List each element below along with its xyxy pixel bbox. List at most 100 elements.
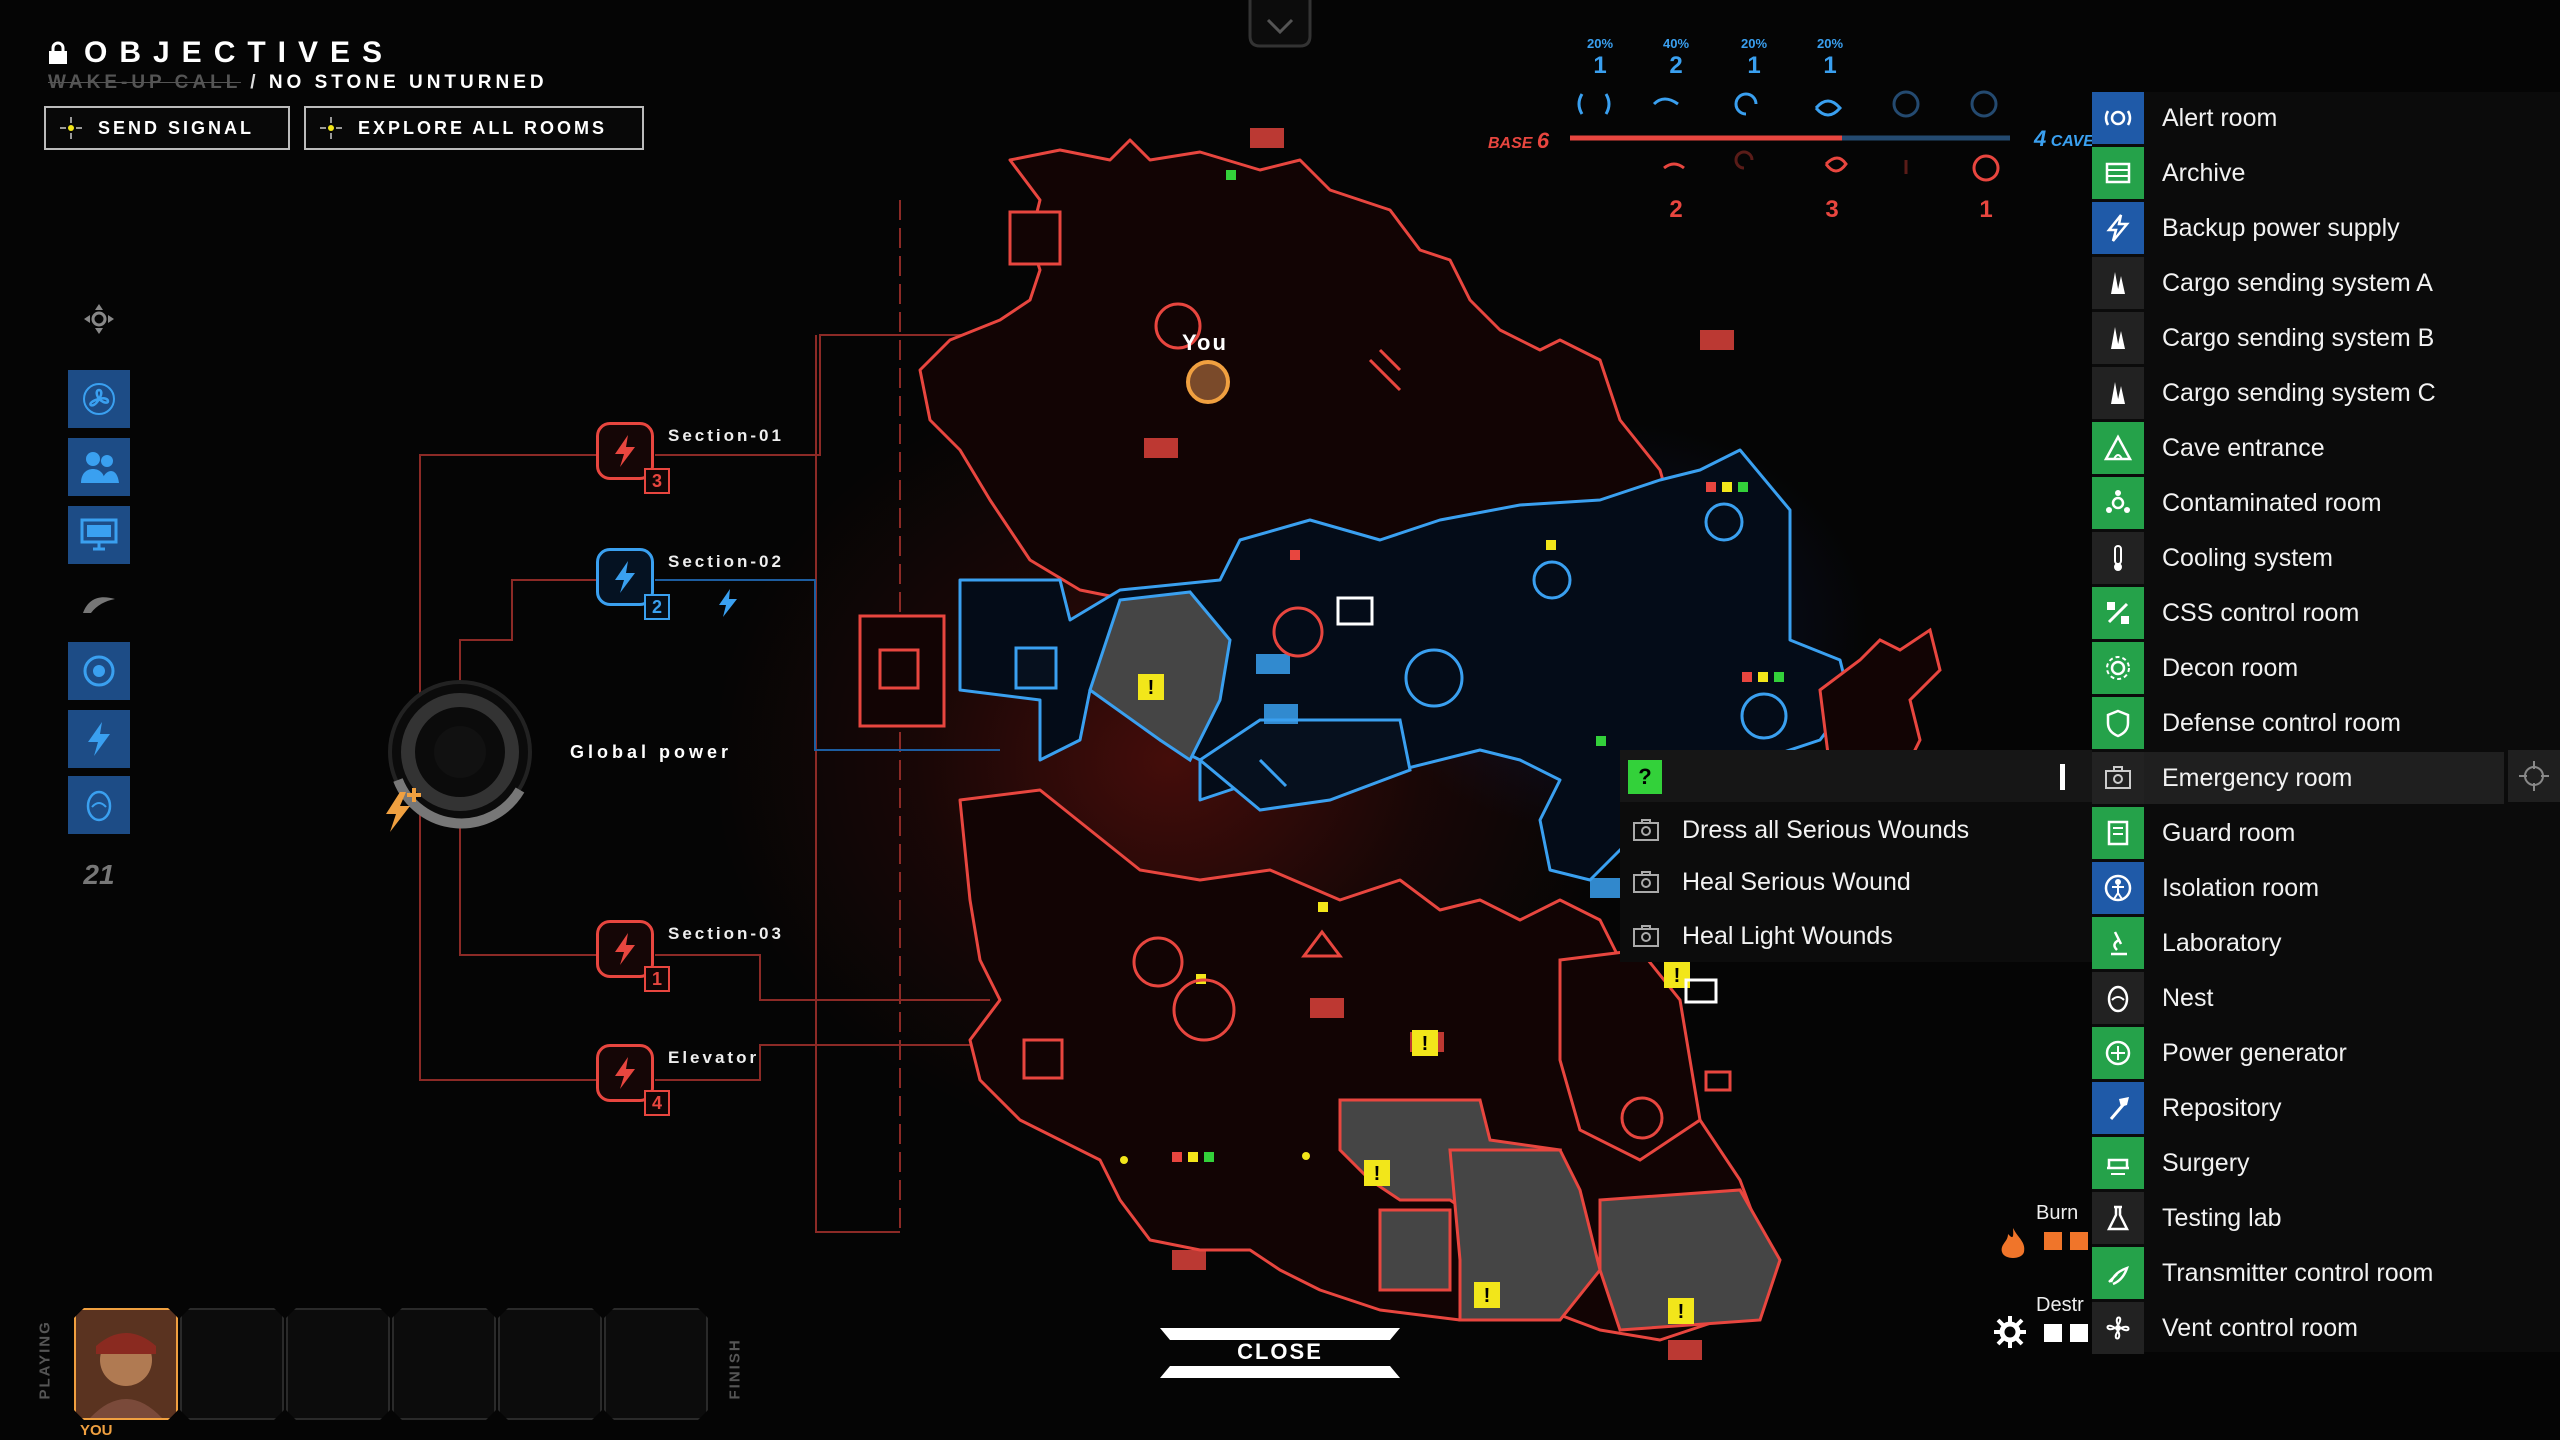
guard-icon: [2092, 807, 2144, 859]
destroy-slot: [2070, 1324, 2088, 1342]
room-name: Isolation room: [2162, 873, 2320, 902]
close-button[interactable]: CLOSE: [1237, 1339, 1323, 1364]
map-hammer-icon: [1368, 348, 1402, 392]
explore-all-rooms-label: EXPLORE ALL ROOMS: [358, 117, 608, 138]
map-room-grey-4: [1448, 1148, 1602, 1322]
room-item[interactable]: Archive: [2092, 147, 2560, 199]
power-filter-icon[interactable]: [68, 710, 130, 768]
explore-all-rooms-button[interactable]: EXPLORE ALL ROOMS: [304, 106, 644, 150]
room-item[interactable]: Power generator: [2092, 1027, 2560, 1079]
room-item[interactable]: Defense control room: [2092, 697, 2560, 749]
room-name: Archive: [2162, 158, 2246, 187]
room-item[interactable]: Isolation room: [2092, 862, 2560, 914]
map-generator-icon: [1532, 560, 1572, 600]
heal-serious-wound-option[interactable]: Heal Serious Wound: [1620, 856, 2092, 908]
room-item[interactable]: Decon room: [2092, 642, 2560, 694]
player-portrait-slot[interactable]: [74, 1308, 178, 1420]
room-item[interactable]: Laboratory: [2092, 917, 2560, 969]
room-item[interactable]: Alert room: [2092, 92, 2560, 144]
medkit-icon: [1633, 819, 1659, 841]
target-filter-icon[interactable]: [68, 642, 130, 700]
room-item[interactable]: Cooling system: [2092, 532, 2560, 584]
svg-text:!: !: [1674, 965, 1681, 987]
option-label: Heal Serious Wound: [1682, 867, 1911, 896]
map-tentacle-node-2: [1132, 936, 1184, 988]
room-name: Nest: [2162, 983, 2214, 1012]
medkit-icon: [1633, 871, 1659, 893]
room-name: Cooling system: [2162, 543, 2333, 572]
section-03-label: Section-03: [668, 924, 784, 943]
popup-question-icon: ?: [1628, 760, 1662, 794]
send-signal-label: SEND SIGNAL: [98, 117, 255, 138]
section-01-value: 3: [644, 468, 670, 494]
objectives-title: OBJECTIVES: [84, 36, 395, 69]
fire-icon: [2001, 1228, 2025, 1258]
room-item[interactable]: Nest: [2092, 972, 2560, 1024]
destroy-slot: [2044, 1324, 2062, 1342]
popup-header: ?: [1620, 750, 2092, 802]
room-name: Repository: [2162, 1093, 2282, 1122]
room-item[interactable]: Backup power supply: [2092, 202, 2560, 254]
crew-filter-icon[interactable]: [68, 438, 130, 496]
fan-filter-icon[interactable]: [68, 370, 130, 428]
section-01-label: Section-01: [668, 426, 784, 445]
stat-count-4: 1: [1823, 52, 1837, 79]
room-name: Cargo sending system C: [2162, 378, 2436, 407]
map-computer-icon-2: [1684, 978, 1718, 1004]
room-item[interactable]: Testing lab: [2092, 1192, 2560, 1244]
room-item[interactable]: Cargo sending system A: [2092, 257, 2560, 309]
map-tentacle-node: [1272, 606, 1324, 658]
room-name: Power generator: [2162, 1038, 2347, 1067]
room-name: Guard room: [2162, 818, 2296, 847]
lightning-icon: [615, 933, 635, 965]
computer-filter-icon[interactable]: [68, 506, 130, 564]
room-item[interactable]: Repository: [2092, 1082, 2560, 1134]
lightning-icon: [2092, 202, 2144, 254]
room-item[interactable]: CSS control room: [2092, 587, 2560, 639]
alert-icon: [2092, 92, 2144, 144]
room-name: Cargo sending system B: [2162, 323, 2435, 352]
player-token: [1186, 360, 1230, 404]
hammer-icon: [2092, 1082, 2144, 1134]
base-label: BASE 6: [1488, 128, 1550, 153]
egg-filter-icon[interactable]: [68, 776, 130, 834]
room-item[interactable]: Surgery: [2092, 1137, 2560, 1189]
room-action-popup: ? Dress all Serious Wounds Heal Serious …: [1620, 750, 2092, 962]
player-label: You: [1182, 330, 1228, 355]
option-label: Dress all Serious Wounds: [1682, 815, 1970, 844]
map-alert-icon: [1404, 648, 1464, 708]
room-item[interactable]: Vent control room: [2092, 1302, 2560, 1354]
turn-slot: [180, 1308, 284, 1420]
room-item[interactable]: Emergency room: [2092, 752, 2504, 804]
stat-percent-2: 40%: [1662, 36, 1690, 51]
medkit-icon: [2092, 752, 2144, 804]
thermometer-icon: [2092, 532, 2144, 584]
room-item[interactable]: Transmitter control room: [2092, 1247, 2560, 1299]
biohazard-icon: [2092, 477, 2144, 529]
room-item[interactable]: Cargo sending system B: [2092, 312, 2560, 364]
cargo-icon: [2092, 312, 2144, 364]
room-name: Decon room: [2162, 653, 2299, 682]
stat-count-3: 1: [1747, 52, 1761, 79]
send-signal-button[interactable]: SEND SIGNAL: [44, 106, 290, 150]
stat-red-count-2: 3: [1825, 196, 1839, 223]
heal-light-wounds-option[interactable]: Heal Light Wounds: [1620, 910, 2092, 962]
room-item[interactable]: Contaminated room: [2092, 477, 2560, 529]
map-door-middle: [1014, 646, 1058, 690]
dress-all-serious-wounds-option[interactable]: Dress all Serious Wounds: [1620, 804, 2092, 856]
lightning-icon: [615, 435, 635, 467]
room-item[interactable]: Guard room: [2092, 807, 2560, 859]
room-item[interactable]: Cargo sending system C: [2092, 367, 2560, 419]
room-locate-button[interactable]: [2508, 750, 2560, 802]
move-control-icon[interactable]: [68, 290, 130, 348]
turn-slot: [392, 1308, 496, 1420]
tentacle-filter-icon[interactable]: [68, 576, 130, 634]
medkit-icon: [1633, 925, 1659, 947]
room-item[interactable]: Cave entrance: [2092, 422, 2560, 474]
completed-objective: WAKE-UP CALL: [48, 72, 241, 93]
global-power-label: Global power: [570, 742, 733, 762]
power-boost-icon[interactable]: [380, 784, 426, 834]
stat-red-icon-1: [1663, 162, 1685, 170]
